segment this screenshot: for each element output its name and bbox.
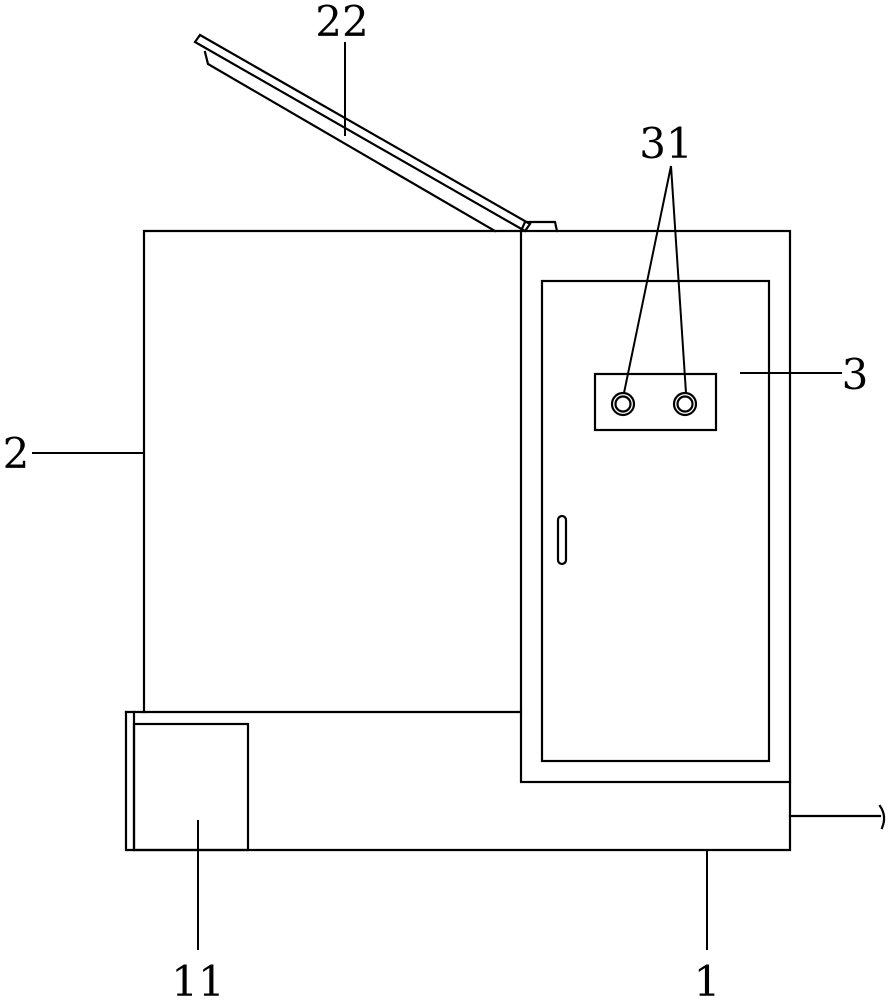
knob-left xyxy=(610,391,636,417)
label-lid: 22 xyxy=(315,0,368,46)
main-body xyxy=(142,229,523,714)
label-main-body: 2 xyxy=(3,429,30,478)
lid xyxy=(193,33,532,233)
lid-hinge xyxy=(519,220,559,233)
drawer xyxy=(132,722,250,852)
control-cabinet xyxy=(519,229,792,784)
label-base: 1 xyxy=(694,957,721,1000)
label-door: 3 xyxy=(842,350,869,399)
door-handle xyxy=(556,514,568,566)
label-drawer: 11 xyxy=(171,957,224,1000)
knob-right xyxy=(672,391,698,417)
leader-knob-right xyxy=(670,165,687,394)
cabinet-door xyxy=(540,279,771,763)
leader-knob-left xyxy=(623,165,672,394)
leader-lines xyxy=(32,42,842,950)
label-controls: 31 xyxy=(639,119,692,168)
control-panel xyxy=(593,372,718,432)
side-cable xyxy=(788,804,886,830)
